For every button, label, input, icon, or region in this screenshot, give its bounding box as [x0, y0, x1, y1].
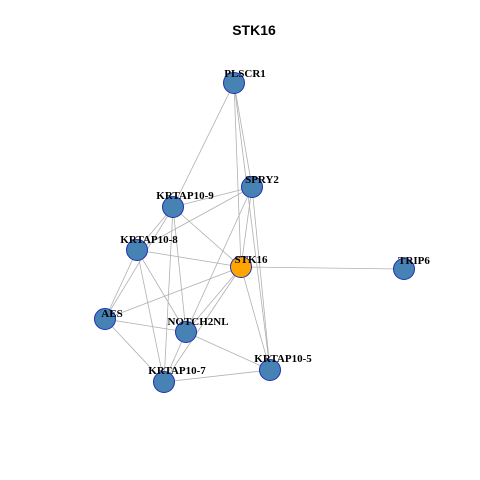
edge-stk16-aes	[104, 266, 242, 320]
node-label-krtap10-8: KRTAP10-8	[120, 234, 178, 246]
edge-stk16-notch2nl	[185, 266, 242, 333]
edge-krtap10-8-krtap10-7	[136, 249, 165, 383]
node-label-krtap10-5: KRTAP10-5	[254, 353, 312, 365]
edge-aes-notch2nl	[104, 318, 187, 333]
node-plscr1	[223, 72, 245, 94]
edge-spry2-stk16	[240, 186, 253, 268]
edge-plscr1-krtap10-9	[172, 82, 235, 208]
node-krtap10-5	[259, 359, 281, 381]
edge-spry2-krtap10-8	[136, 186, 253, 251]
node-krtap10-9	[162, 196, 184, 218]
node-aes	[94, 308, 116, 330]
edge-krtap10-9-notch2nl	[172, 206, 187, 333]
node-label-spry2: SPRY2	[245, 174, 279, 186]
edge-plscr1-krtap10-5	[233, 82, 271, 371]
node-trip6	[393, 258, 415, 280]
node-label-aes: AES	[101, 308, 122, 320]
graph-title: STK16	[232, 22, 276, 38]
node-label-trip6: TRIP6	[398, 255, 430, 267]
edge-notch2nl-krtap10-5	[185, 331, 271, 371]
edge-krtap10-9-aes	[104, 206, 174, 320]
edge-stk16-trip6	[240, 266, 405, 270]
edge-krtap10-8-stk16	[136, 249, 242, 268]
edge-stk16-krtap10-7	[163, 266, 242, 383]
edge-krtap10-9-stk16	[172, 206, 242, 268]
edges-layer	[104, 82, 405, 383]
nodes-layer	[94, 72, 415, 393]
edge-spry2-notch2nl	[185, 186, 253, 333]
edge-plscr1-spry2	[233, 82, 253, 188]
node-label-krtap10-7: KRTAP10-7	[148, 365, 206, 377]
edge-krtap10-7-krtap10-5	[163, 369, 271, 383]
edge-spry2-krtap10-9	[172, 186, 253, 208]
edge-aes-krtap10-7	[104, 318, 165, 383]
node-label-krtap10-9: KRTAP10-9	[156, 190, 214, 202]
node-krtap10-8	[126, 239, 148, 261]
node-label-stk16: STK16	[234, 254, 268, 266]
node-notch2nl	[175, 321, 197, 343]
node-stk16	[230, 256, 252, 278]
node-krtap10-7	[153, 371, 175, 393]
edge-krtap10-8-notch2nl	[136, 249, 187, 333]
edge-stk16-krtap10-5	[240, 266, 271, 371]
node-spry2	[241, 176, 263, 198]
edge-plscr1-stk16	[233, 82, 242, 268]
edge-spry2-krtap10-5	[251, 186, 271, 371]
node-label-notch2nl: NOTCH2NL	[167, 316, 228, 328]
edge-krtap10-8-aes	[104, 249, 138, 320]
node-label-plscr1: PLSCR1	[224, 68, 266, 80]
